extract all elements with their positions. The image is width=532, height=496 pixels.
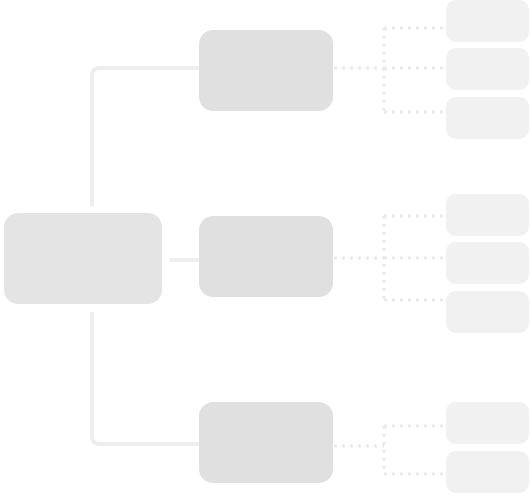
- leaf-node-1-2: [446, 48, 529, 90]
- leaf-node-2-3: [446, 291, 529, 333]
- branch-node-1: [199, 30, 333, 111]
- root-node: [4, 213, 162, 304]
- branch-node-3: [199, 402, 333, 483]
- connector-group-branch-3: [334, 424, 446, 476]
- leaf-node-3-1: [446, 402, 529, 444]
- connector-root-branch-1: [90, 66, 199, 206]
- branch-node-2: [199, 216, 333, 297]
- leaf-node-3-2: [446, 451, 529, 493]
- leaf-node-2-1: [446, 194, 529, 236]
- connector-group-branch-2: [334, 214, 446, 302]
- connector-group-branch-1: [334, 26, 446, 114]
- leaf-node-1-1: [446, 0, 529, 42]
- connector-root-branch-3: [90, 312, 199, 446]
- leaf-node-1-3: [446, 97, 529, 139]
- leaf-node-2-2: [446, 242, 529, 284]
